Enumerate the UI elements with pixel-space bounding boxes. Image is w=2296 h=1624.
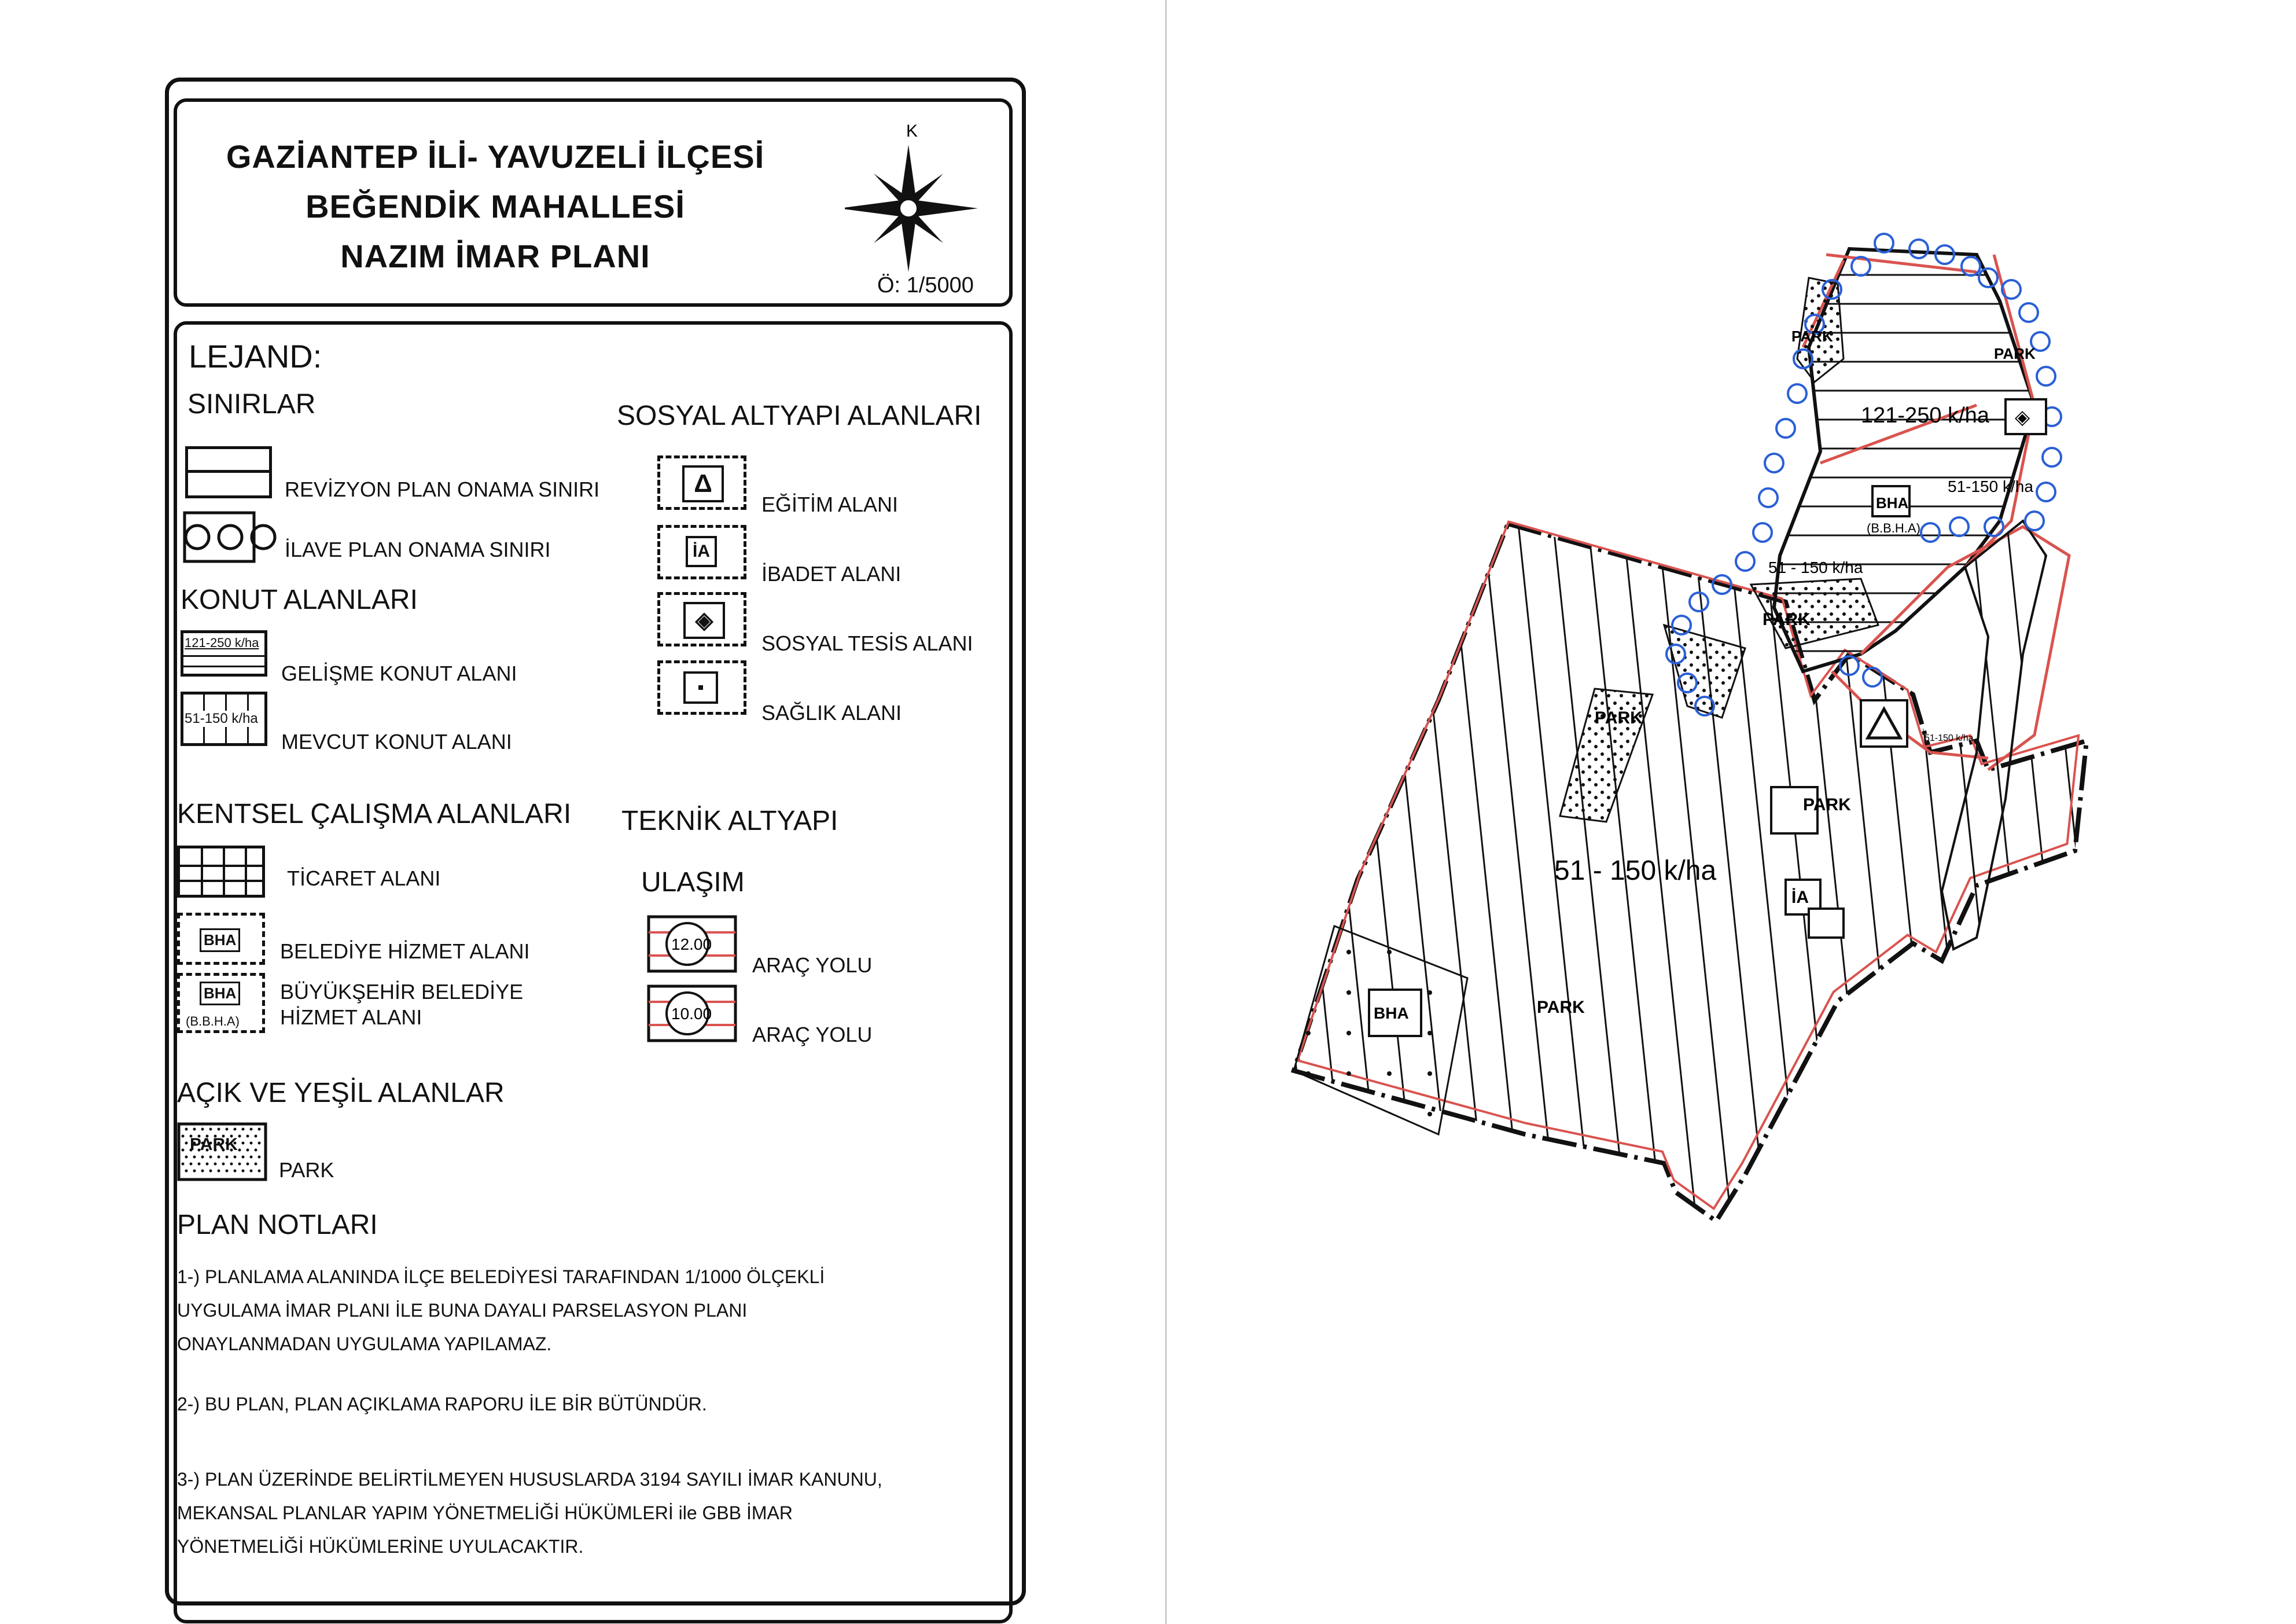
transport-heading: ULAŞIM — [641, 867, 745, 898]
revision-boundary-label: REVİZYON PLAN ONAMA SINIRI — [285, 477, 600, 501]
residential-heading: KONUT ALANLARI — [181, 585, 418, 615]
road-12-label: ARAÇ YOLU — [752, 953, 873, 977]
metropolitan-service-label: BÜYÜKŞEHİR BELEDİYE — [280, 980, 524, 1004]
map-park-label-3: PARK — [1595, 708, 1643, 728]
map-park-label-4: PARK — [1803, 795, 1851, 814]
green-areas-heading: AÇIK VE YEŞİL ALANLAR — [177, 1078, 505, 1108]
education-area-label: EĞİTİM ALANI — [761, 493, 899, 516]
existing-housing-symbol: 51-150 k/ha — [181, 692, 267, 746]
worship-area-symbol: İA — [657, 525, 746, 579]
legend-box: LEJAND: SINIRLAR REVİZYON PLAN ONAMA SIN… — [174, 321, 1013, 1623]
title-neighbourhood: BEĞENDİK MAHALLESİ — [306, 188, 685, 225]
title-province: GAZİANTEP İLİ- YAVUZELİ İLÇESİ — [226, 138, 765, 175]
social-facility-icon: ◈ — [683, 602, 725, 639]
park-area-4 — [1559, 688, 1654, 823]
road-12-symbol: 12.00 — [647, 915, 737, 973]
map-park-label-1: PARK — [1791, 328, 1833, 345]
svg-text:12.00: 12.00 — [671, 935, 712, 953]
title-block: GAZİANTEP İLİ- YAVUZELİ İLÇESİ BEĞENDİK … — [174, 98, 1013, 307]
boundaries-heading: SINIRLAR — [187, 389, 316, 420]
commerce-area-symbol — [177, 846, 265, 898]
plan-note-3: 3-) PLAN ÜZERİNDE BELİRTİLMEYEN HUSUSLAR… — [177, 1469, 882, 1557]
svg-text:10.00: 10.00 — [671, 1005, 712, 1023]
map-density-north: 121-250 k/ha — [1861, 403, 1990, 428]
municipal-service-label: BELEDİYE HİZMET ALANI — [280, 939, 530, 963]
education-icon: Δ — [682, 465, 724, 502]
map-ia-label: İA — [1791, 888, 1809, 907]
map-bha-label: BHA — [1876, 494, 1909, 512]
health-area-label: SAĞLIK ALANI — [761, 701, 902, 725]
health-icon — [683, 671, 718, 704]
zoning-map: ◈ 51 - 150 k/ha 121-250 k/ha 51 - 150 k/… — [1290, 233, 2089, 1225]
social-heading: SOSYAL ALTYAPI ALANLARI — [617, 401, 982, 431]
title-plan-name: NAZIM İMAR PLANI — [340, 238, 650, 274]
page-divider — [1165, 0, 1167, 1624]
map-park-label-6: PARK — [1537, 998, 1585, 1017]
map-bha-label-2: BHA — [1374, 1004, 1409, 1022]
existing-housing-label: MEVCUT KONUT ALANI — [281, 730, 512, 754]
education-area-symbol: Δ — [657, 455, 746, 510]
plan-note-1: 1-) PLANLAMA ALANINDA İLÇE BELEDİYESİ TA… — [177, 1266, 825, 1354]
worship-area-label: İBADET ALANI — [761, 562, 902, 586]
park-symbol-text: PARK — [190, 1135, 238, 1154]
municipal-service-symbol: BHA — [177, 913, 265, 965]
legend-frame — [165, 78, 1026, 1605]
map-education-icon — [1865, 706, 1903, 740]
extra-boundary-symbol — [183, 511, 277, 563]
development-housing-symbol: 121-250 k/ha — [181, 630, 267, 677]
extra-boundary-label: İLAVE PLAN ONAMA SINIRI — [285, 538, 551, 561]
social-facility-symbol: ◈ — [657, 592, 746, 646]
plan-notes-heading: PLAN NOTLARI — [177, 1210, 378, 1240]
social-facility-label: SOSYAL TESİS ALANI — [761, 631, 973, 655]
development-housing-label: GELİŞME KONUT ALANI — [281, 662, 517, 685]
revision-boundary-symbol — [185, 446, 272, 498]
north-label: K — [906, 122, 918, 141]
park-area-2 — [1749, 578, 1879, 649]
map-bbha-label: (B.B.H.A) — [1867, 521, 1920, 535]
existing-housing-east — [1940, 519, 2048, 951]
technical-heading: TEKNİK ALTYAPI — [621, 806, 838, 836]
legend-heading: LEJAND: — [189, 338, 322, 374]
metropolitan-service-label-2: HİZMET ALANI — [280, 1005, 422, 1029]
extra-boundary-circles — [1665, 233, 2062, 717]
map-density-east: 51-150 k/ha — [1925, 733, 1974, 743]
road-10-symbol: 10.00 — [647, 984, 737, 1042]
map-park-label-2: PARK — [1763, 610, 1811, 629]
worship-icon: İA — [686, 536, 717, 567]
metropolitan-service-symbol: BHA (B.B.H.A) — [177, 973, 265, 1033]
urban-work-heading: KENTSEL ÇALIŞMA ALANLARI — [177, 799, 572, 829]
park-symbol: PARK — [177, 1122, 267, 1181]
commerce-area-label: TİCARET ALANI — [287, 866, 441, 890]
map-density-mid: 51 - 150 k/ha — [1768, 559, 1863, 576]
map-density-ne: 51-150 k/ha — [1948, 477, 2033, 495]
park-label: PARK — [279, 1158, 334, 1182]
plan-scale: Ö: 1/5000 — [877, 273, 974, 297]
map-density-main: 51 - 150 k/ha — [1554, 855, 1717, 886]
health-area-symbol — [657, 660, 746, 715]
north-arrow-icon: K — [845, 122, 978, 272]
map-park-label-5: PARK — [1994, 345, 2036, 362]
map-social-facility-icon: ◈ — [2015, 406, 2030, 428]
plan-note-2: 2-) BU PLAN, PLAN AÇIKLAMA RAPORU İLE Bİ… — [177, 1394, 707, 1414]
road-10-label: ARAÇ YOLU — [752, 1023, 873, 1046]
